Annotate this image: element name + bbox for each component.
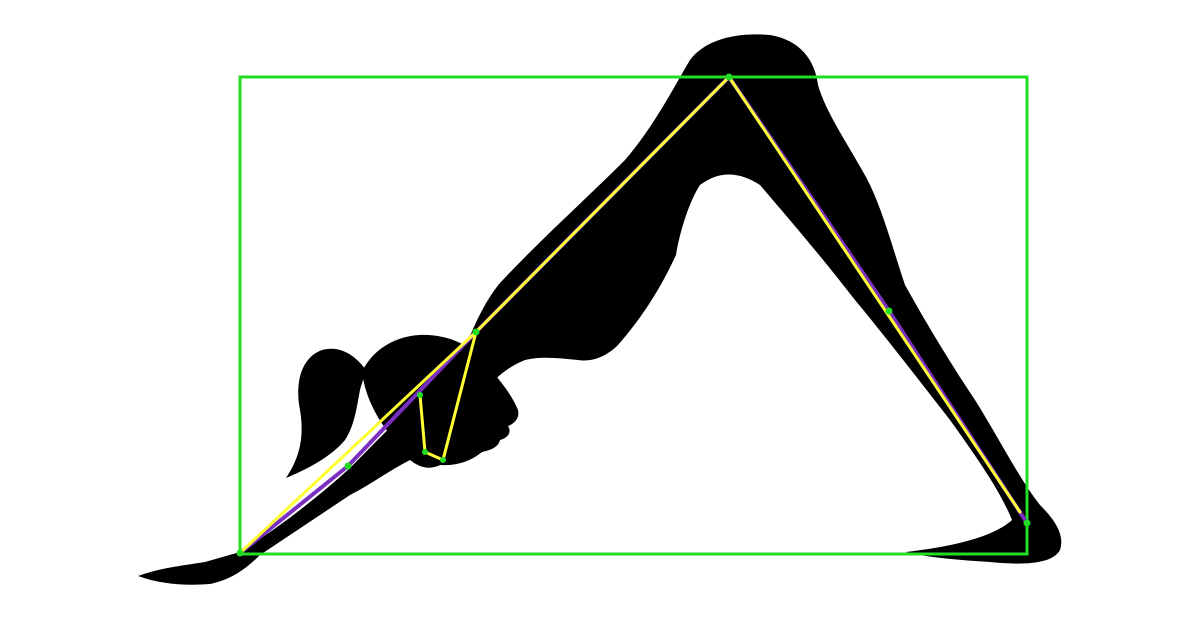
keypoints bbox=[236, 73, 1031, 557]
keypoint-knee bbox=[885, 307, 893, 315]
head-silhouette bbox=[362, 334, 519, 466]
yoga-silhouette bbox=[138, 34, 1062, 585]
bone-face bbox=[418, 330, 478, 463]
bone-left-upper-arm bbox=[346, 330, 478, 468]
body-silhouette bbox=[138, 34, 1062, 585]
bone-left-forearm bbox=[238, 464, 350, 555]
keypoint-left-wrist bbox=[236, 549, 244, 557]
ponytail-silhouette bbox=[286, 348, 366, 478]
bone-right-torso bbox=[474, 75, 731, 334]
keypoint-nose bbox=[440, 457, 446, 463]
bone-right-arm bbox=[238, 330, 478, 555]
keypoint-left-elbow bbox=[344, 462, 352, 470]
keypoint-eye bbox=[422, 449, 428, 455]
keypoint-shoulder bbox=[472, 328, 480, 336]
keypoint-ear bbox=[417, 392, 423, 398]
keypoint-hip bbox=[725, 73, 733, 81]
skeleton-right bbox=[238, 75, 1022, 555]
bounding-box bbox=[238, 75, 1029, 556]
keypoint-ankle bbox=[1023, 519, 1031, 527]
bone-right-leg bbox=[727, 75, 1022, 514]
